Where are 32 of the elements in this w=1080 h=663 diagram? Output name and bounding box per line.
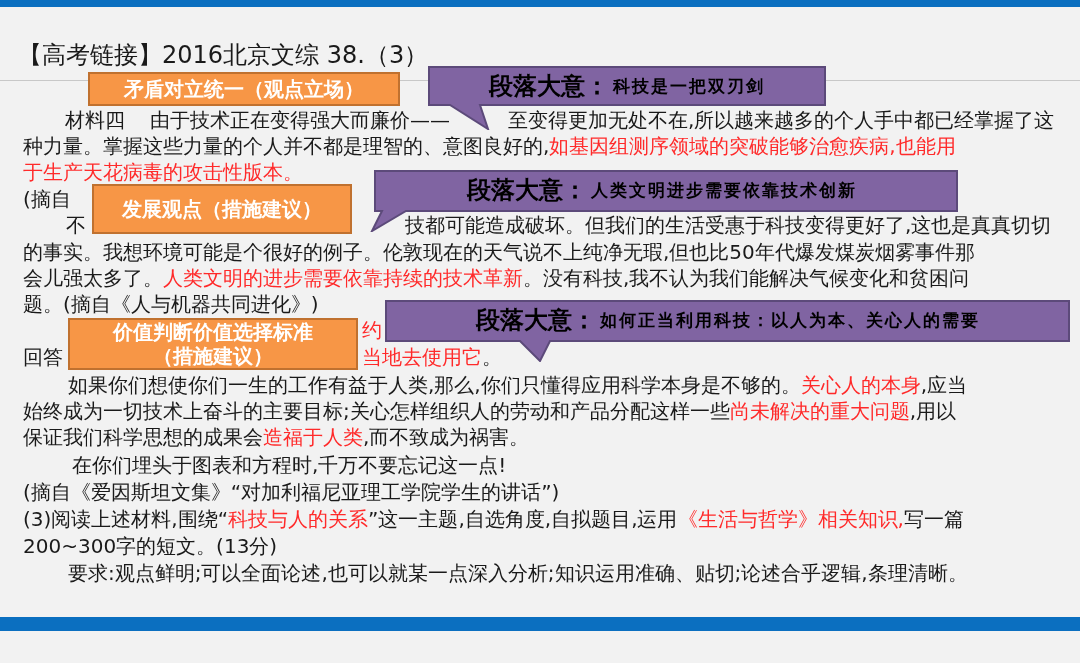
callout-heading: 段落大意： (475, 305, 596, 335)
body-text: 约 (362, 318, 382, 342)
callout-box: 矛盾对立统一（观点立场） (88, 72, 400, 106)
body-text: 由于技术正在变得强大而廉价—— (150, 108, 450, 132)
callout-heading: 段落大意： (489, 71, 609, 101)
body-text: 会儿强太多了。人类文明的进步需要依靠持续的技术革新。没有科技,我不认为我们能解决气候变化和贫困问 (23, 266, 970, 290)
body-text: 不 (66, 213, 86, 237)
callout-heading: 段落大意： (467, 175, 587, 205)
slide-title: 【高考链接】2016北京文综 38.（3） (18, 40, 429, 70)
body-text: 材料四 (65, 108, 125, 132)
body-text: 至变得更加无处不在,所以越来越多的个人手中都已经掌握了这 (508, 108, 1055, 132)
callout-box: 发展观点（措施建议） (92, 184, 352, 234)
callout-text: 科技是一把双刃剑 (613, 75, 765, 97)
body-text: 200~300字的短文。(13分) (23, 534, 278, 558)
body-text: 于生产天花病毒的攻击性版本。 (23, 160, 303, 184)
body-text: 种力量。掌握这些力量的个人并不都是理智的、意图良好的,如基因组测序领域的突破能够治愈疾病,也能用 (23, 134, 956, 158)
callout-text: 如何正当利用科技：以人为本、关心人的需要 (599, 309, 980, 331)
body-text: (摘自 (23, 187, 71, 211)
body-text: (3)阅读上述材料,围绕“科技与人的关系”这一主题,自选角度,自拟题目,运用《生活与哲学》相关知识,写一篇 (23, 507, 964, 531)
body-text: 当地去使用它。 (362, 345, 502, 369)
body-text: (摘自《爱因斯坦文集》“对加利福尼亚理工学院学生的讲话”) (23, 480, 560, 504)
callout-text: 人类文明进步需要依靠技术创新 (591, 179, 857, 201)
body-text: 技都可能造成破坏。但我们的生活受惠于科技变得更好了,这也是真真切切 (405, 213, 1052, 237)
body-text: 题。(摘自《人与机器共同进化》) (23, 292, 319, 316)
body-text: 回答 (23, 345, 63, 369)
callout-box: 价值判断价值选择标准（措施建议） (68, 318, 358, 370)
body-text: 的事实。我想环境可能是个很好的例子。伦敦现在的天气说不上纯净无瑕,但也比50年代爆发煤炭烟雾事件那 (23, 240, 975, 264)
body-text: 始终成为一切技术上奋斗的主要目标;关心怎样组织人的劳动和产品分配这样一些尚未解决的重大问题,用以 (23, 399, 957, 423)
body-text: 要求:观点鲜明;可以全面论述,也可以就某一点深入分析;知识运用准确、贴切;论述合乎逻辑,条理清晰。 (68, 561, 968, 585)
body-text: 保证我们科学思想的成果会造福于人类,而不致成为祸害。 (23, 425, 530, 449)
body-text: 在你们埋头于图表和方程时,千万不要忘记这一点! (72, 453, 507, 477)
body-text: 如果你们想使你们一生的工作有益于人类,那么,你们只懂得应用科学本身是不够的。关心人的本身,应当 (68, 373, 968, 397)
